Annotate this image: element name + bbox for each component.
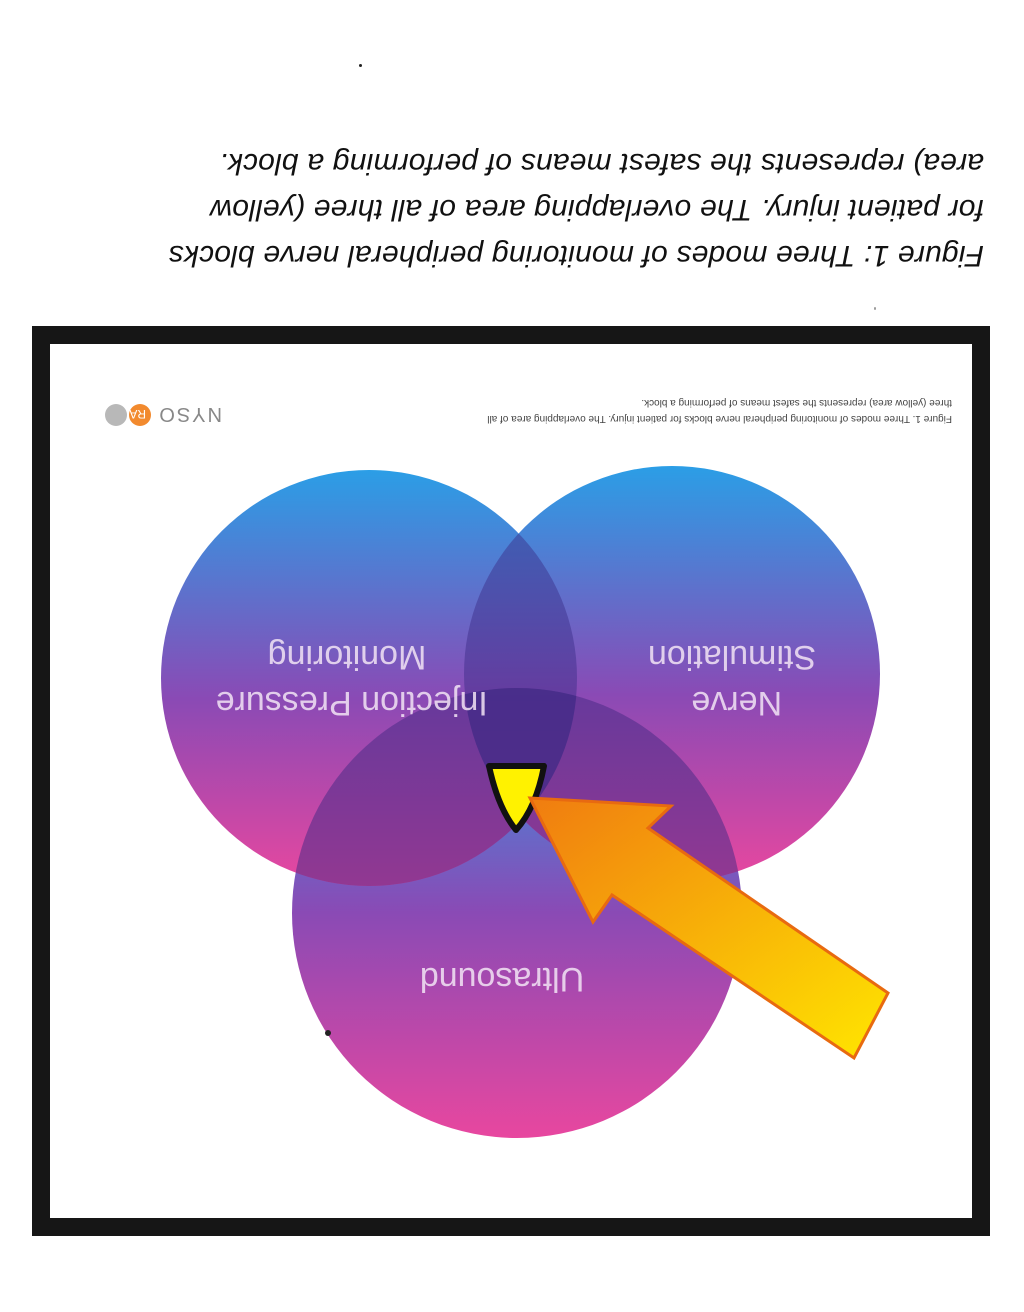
pointer-arrow (527, 796, 890, 1061)
figure-frame: Ultrasound Nerve Stimulation Injection P… (32, 326, 990, 1236)
caption-line-3: area) represents the safest means of per… (219, 147, 984, 180)
svg-text:RA: RA (129, 407, 146, 421)
nerve-stimulation-label: Nerve Stimulation (648, 638, 816, 722)
figure-caption: Figure 1: Three modes of monitoring peri… (34, 140, 984, 278)
scan-speck (359, 64, 362, 67)
inner-caption: Figure 1. Three modes of monitoring peri… (485, 397, 952, 424)
venn-diagram: Ultrasound Nerve Stimulation Injection P… (105, 397, 952, 1138)
svg-text:NYSO: NYSO (157, 403, 222, 425)
scan-speck (325, 1030, 331, 1036)
caption-line-1: Figure 1: Three modes of monitoring peri… (168, 239, 984, 272)
caption-line-2: for patient injury. The overlapping area… (210, 193, 984, 226)
scan-speck (874, 307, 876, 310)
safest-area-highlight (486, 763, 547, 833)
injection-pressure-label: Injection Pressure Monitoring (206, 638, 488, 722)
nysora-logo: NYSO RA (105, 403, 222, 426)
ultrasound-label: Ultrasound (420, 960, 584, 998)
venn-figure: Ultrasound Nerve Stimulation Injection P… (50, 344, 972, 1218)
